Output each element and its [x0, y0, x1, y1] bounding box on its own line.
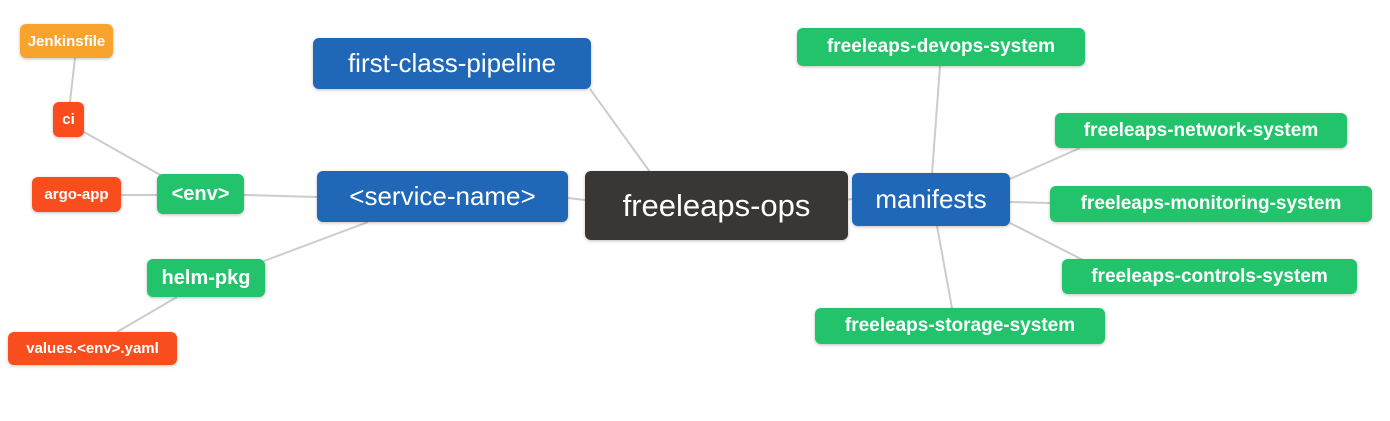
- mindmap-node-manifests[interactable]: manifests: [852, 173, 1010, 226]
- mindmap-node-values-env-yaml[interactable]: values.<env>.yaml: [8, 332, 177, 365]
- edge-env-servicename: [243, 194, 318, 198]
- mindmap-node-first-class-pipeline[interactable]: first-class-pipeline: [313, 38, 591, 89]
- mindmap-node-freeleaps-ops[interactable]: freeleaps-ops: [585, 171, 848, 240]
- mindmap-node-env[interactable]: <env>: [157, 174, 244, 214]
- edge-manifests-monitoring: [1009, 201, 1051, 204]
- edge-manifests-controls: [1009, 222, 1086, 262]
- edge-servicename-ops: [567, 197, 586, 201]
- mindmap-node-helm-pkg[interactable]: helm-pkg: [147, 259, 265, 297]
- mindmap-node-monitoring-system[interactable]: freeleaps-monitoring-system: [1050, 186, 1372, 222]
- edge-pipeline-ops: [589, 88, 651, 173]
- mindmap-node-network-system[interactable]: freeleaps-network-system: [1055, 113, 1347, 148]
- edge-servicename-helmpkg: [263, 221, 369, 262]
- mindmap-node-devops-system[interactable]: freeleaps-devops-system: [797, 28, 1085, 66]
- edge-manifests-network: [1009, 147, 1081, 180]
- mindmap-node-service-name[interactable]: <service-name>: [317, 171, 568, 222]
- edge-manifests-devops: [931, 65, 941, 175]
- mindmap-node-storage-system[interactable]: freeleaps-storage-system: [815, 308, 1105, 344]
- edge-helmpkg-valuesyaml: [116, 296, 178, 333]
- mindmap-node-argo-app[interactable]: argo-app: [32, 177, 121, 212]
- mindmap-node-controls-system[interactable]: freeleaps-controls-system: [1062, 259, 1357, 294]
- mindmap-node-jenkinsfile[interactable]: Jenkinsfile: [20, 24, 113, 58]
- mindmap-node-ci[interactable]: ci: [53, 102, 84, 137]
- edge-ci-env: [83, 131, 165, 178]
- edge-manifests-storage: [936, 225, 953, 309]
- edge-jenkinsfile-ci: [69, 57, 76, 103]
